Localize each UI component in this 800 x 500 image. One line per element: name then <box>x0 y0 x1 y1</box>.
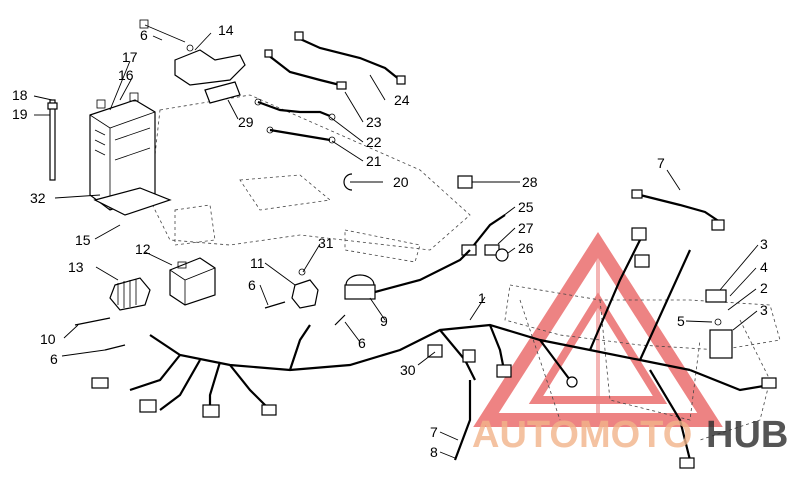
callout-32: 32 <box>30 190 46 206</box>
fuse-block <box>705 289 733 359</box>
callout-10: 10 <box>40 331 56 347</box>
callout-16: 16 <box>118 67 134 83</box>
cable-22 <box>254 98 336 121</box>
callout-7a: 7 <box>657 155 665 171</box>
callout-11: 11 <box>250 255 265 271</box>
watermark-text: AUTOMOTO HUB <box>472 414 788 456</box>
bolts <box>74 301 346 351</box>
main-harness <box>91 227 777 469</box>
callout-3b: 3 <box>760 302 768 318</box>
callout-15: 15 <box>75 232 91 248</box>
callout-30: 30 <box>400 362 416 378</box>
callout-26: 26 <box>518 240 534 256</box>
callout-20: 20 <box>393 174 409 190</box>
callout-13: 13 <box>68 259 84 275</box>
callout-18: 18 <box>12 87 28 103</box>
frame-outline <box>149 94 781 441</box>
callout-5: 5 <box>677 313 685 329</box>
callout-28: 28 <box>522 174 538 190</box>
callout-1: 1 <box>478 290 486 306</box>
cable-23 <box>264 49 347 90</box>
starter-relay <box>291 268 319 309</box>
callout-6d: 6 <box>358 335 366 351</box>
callout-labels: 6 14 17 16 18 19 32 15 12 13 10 6 11 6 3… <box>12 22 768 460</box>
callout-2: 2 <box>760 280 768 296</box>
callout-12: 12 <box>135 241 151 257</box>
callout-24: 24 <box>394 92 410 108</box>
regulator <box>109 277 151 311</box>
pad-29 <box>204 81 241 104</box>
battery-pad <box>93 187 172 216</box>
ignition-coil <box>344 249 471 300</box>
callout-3a: 3 <box>760 236 768 252</box>
callout-9: 9 <box>380 313 388 329</box>
battery-strap <box>47 99 58 181</box>
callout-27: 27 <box>518 220 534 236</box>
callout-8: 8 <box>430 444 438 460</box>
callout-22: 22 <box>366 134 382 150</box>
callout-31: 31 <box>318 235 334 251</box>
cdi-unit <box>169 257 216 306</box>
callout-6b: 6 <box>50 351 58 367</box>
callout-23: 23 <box>366 114 382 130</box>
callout-6a: 6 <box>140 27 148 43</box>
clip-20 <box>343 173 353 191</box>
watermark-brand-part2: HUB <box>706 414 788 456</box>
watermark-brand-part1: AUTOMOTO <box>472 414 692 456</box>
callout-25: 25 <box>518 199 534 215</box>
callout-17: 17 <box>122 49 138 65</box>
cable-21 <box>266 126 336 144</box>
callout-29: 29 <box>238 114 254 130</box>
leader-lines <box>33 32 759 459</box>
callout-21: 21 <box>366 153 382 169</box>
wire-7-top <box>631 189 725 231</box>
callout-14: 14 <box>218 22 234 38</box>
callout-4: 4 <box>760 259 768 275</box>
battery-bracket <box>139 19 246 86</box>
sensor-connectors <box>461 214 509 262</box>
cable-24 <box>294 31 406 85</box>
callout-6c: 6 <box>248 277 256 293</box>
callout-7b: 7 <box>430 424 438 440</box>
callout-19: 19 <box>12 106 28 122</box>
relay-28 <box>457 175 473 189</box>
